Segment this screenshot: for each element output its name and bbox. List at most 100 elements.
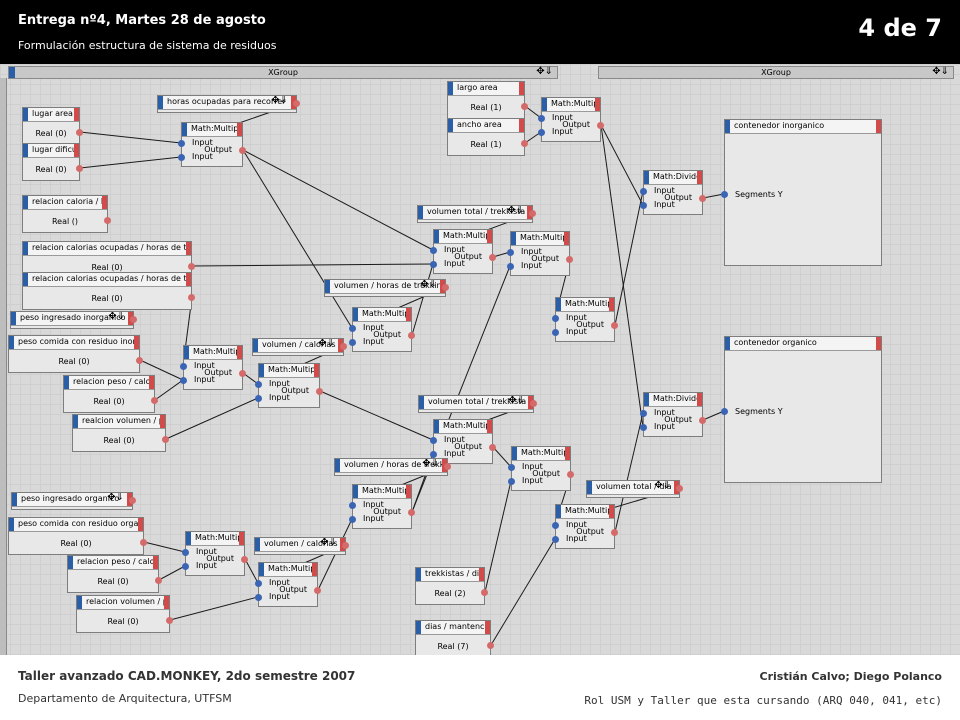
input-port[interactable] <box>255 395 262 402</box>
output-port[interactable] <box>442 284 449 291</box>
input-port[interactable] <box>255 594 262 601</box>
vol-cal-2-node[interactable]: volumen / calorias✥⇓ <box>254 537 349 555</box>
output-port[interactable] <box>188 294 195 301</box>
output-port[interactable] <box>316 388 323 395</box>
rel-vol-peso-o-node[interactable]: relacion volumen / peso (o)Real (0) <box>76 595 173 633</box>
input-port[interactable] <box>430 247 437 254</box>
input-port[interactable] <box>180 363 187 370</box>
output-port[interactable] <box>611 529 618 536</box>
output-port[interactable] <box>162 436 169 443</box>
input-port[interactable] <box>178 140 185 147</box>
move-collapse-icon[interactable]: ✥⇓ <box>508 396 525 406</box>
output-port[interactable] <box>481 589 488 596</box>
input-port[interactable] <box>182 563 189 570</box>
output-port[interactable] <box>529 210 536 217</box>
output-port[interactable] <box>140 539 147 546</box>
move-collapse-icon[interactable]: ✥⇓ <box>422 459 439 469</box>
input-port[interactable] <box>507 249 514 256</box>
move-collapse-icon[interactable]: ✥⇓ <box>318 339 335 349</box>
output-port[interactable] <box>444 463 451 470</box>
input-port[interactable] <box>538 129 545 136</box>
vol-total-dia-node[interactable]: volumen total / dia✥⇓ <box>586 480 683 498</box>
peso-ing-inorg-node[interactable]: peso ingresado inorganico✥⇓ <box>10 311 137 329</box>
input-port[interactable] <box>178 154 185 161</box>
output-port[interactable] <box>104 217 111 224</box>
rel-peso-cal-o-node[interactable]: relacion peso / calorias (o)Real (0) <box>67 555 162 593</box>
input-port[interactable] <box>349 339 356 346</box>
horas-ocupadas-node[interactable]: horas ocupadas para recorrer✥⇓ <box>157 95 300 113</box>
move-collapse-icon[interactable]: ✥⇓ <box>107 493 124 503</box>
output-port[interactable] <box>241 556 248 563</box>
input-port[interactable] <box>538 115 545 122</box>
output-port[interactable] <box>130 316 137 323</box>
output-port[interactable] <box>567 471 574 478</box>
peso-comida-inorg-node[interactable]: peso comida con residuo inorganicoReal (… <box>8 335 143 373</box>
move-collapse-icon[interactable]: ✥⇓ <box>320 538 337 548</box>
input-port[interactable] <box>721 408 728 415</box>
output-port[interactable] <box>76 165 83 172</box>
input-port[interactable] <box>507 263 514 270</box>
move-collapse-icon[interactable]: ✥⇓ <box>536 66 553 77</box>
output-port[interactable] <box>166 617 173 624</box>
output-port[interactable] <box>151 397 158 404</box>
vol-horas-1-node[interactable]: volumen / horas de trekking✥⇓ <box>324 279 449 297</box>
move-collapse-icon[interactable]: ✥⇓ <box>271 96 288 106</box>
input-port[interactable] <box>349 516 356 523</box>
output-port[interactable] <box>155 577 162 584</box>
output-port[interactable] <box>188 263 195 270</box>
output-port[interactable] <box>408 509 415 516</box>
vol-cal-1-node[interactable]: volumen / calorias✥⇓ <box>252 338 347 356</box>
output-port[interactable] <box>293 100 300 107</box>
move-collapse-icon[interactable]: ✥⇓ <box>420 280 437 290</box>
output-port[interactable] <box>76 129 83 136</box>
relacion-caloria-hora-node[interactable]: relacion caloria / horaReal () <box>22 195 111 233</box>
output-port[interactable] <box>676 485 683 492</box>
input-port[interactable] <box>430 451 437 458</box>
output-port[interactable] <box>530 400 537 407</box>
output-port[interactable] <box>597 122 604 129</box>
vol-horas-2-node[interactable]: volumen / horas de trekking (o)✥⇓ <box>334 458 451 476</box>
output-port[interactable] <box>699 417 706 424</box>
peso-ing-org-node[interactable]: peso ingresado organico✥⇓ <box>11 492 136 510</box>
output-port[interactable] <box>136 357 143 364</box>
input-port[interactable] <box>640 410 647 417</box>
move-collapse-icon[interactable]: ✥⇓ <box>507 206 524 216</box>
output-port[interactable] <box>489 444 496 451</box>
input-port[interactable] <box>640 424 647 431</box>
input-port[interactable] <box>640 202 647 209</box>
move-collapse-icon[interactable]: ✥⇓ <box>654 481 671 491</box>
input-port[interactable] <box>349 502 356 509</box>
rel-peso-cal-node[interactable]: relacion peso / caloriasReal (0) <box>63 375 158 413</box>
output-port[interactable] <box>566 256 573 263</box>
input-port[interactable] <box>552 536 559 543</box>
move-collapse-icon[interactable]: ✥⇓ <box>108 312 125 322</box>
input-port[interactable] <box>552 329 559 336</box>
input-port[interactable] <box>640 188 647 195</box>
output-port[interactable] <box>611 322 618 329</box>
lugar-dificultad-node[interactable]: lugar dificultadReal (0) <box>22 143 83 181</box>
output-port[interactable] <box>408 332 415 339</box>
vol-total-node[interactable]: volumen total / trekkista✥⇓ <box>418 395 537 413</box>
output-port[interactable] <box>521 140 528 147</box>
